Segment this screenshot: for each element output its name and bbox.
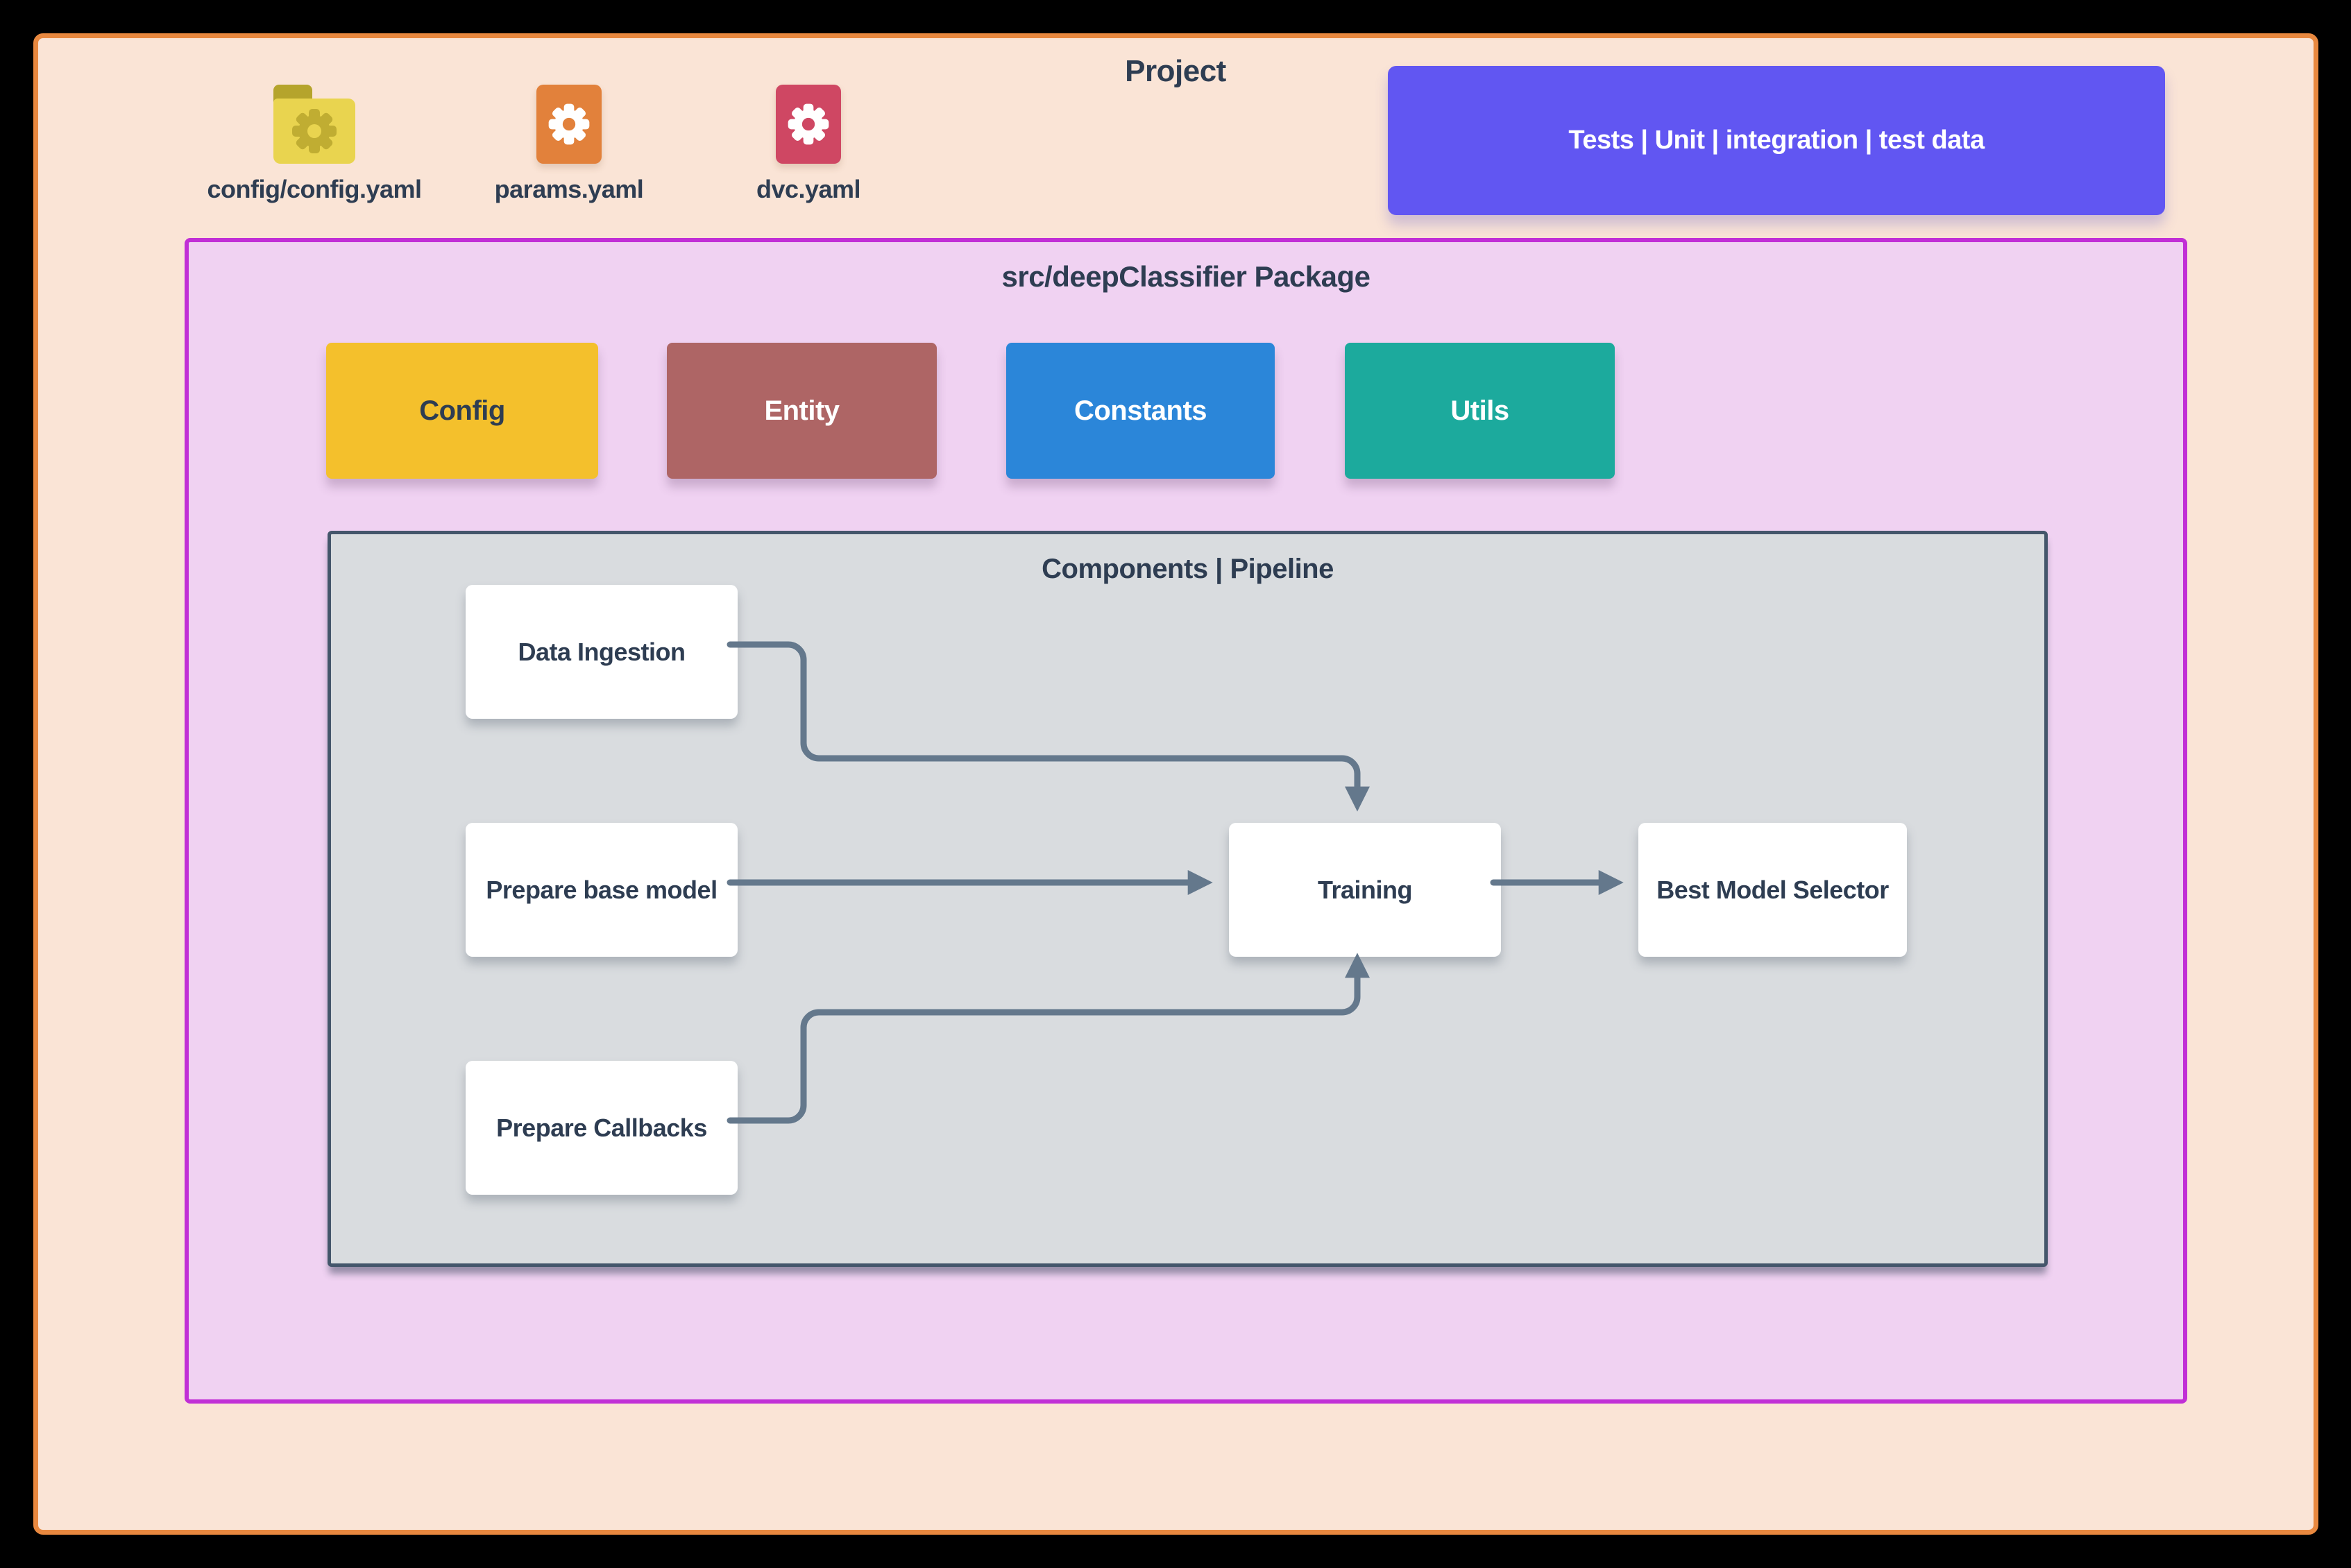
file-gear-icon-params — [536, 85, 602, 164]
module-utils: Utils — [1345, 343, 1615, 479]
folder-gear-icon — [273, 85, 355, 164]
node-best-model-selector: Best Model Selector — [1638, 823, 1907, 957]
gear-glyph — [292, 109, 337, 153]
node-data-ingestion: Data Ingestion — [466, 585, 738, 719]
pipeline-box: Components | Pipeline Data Ingestion Pre… — [328, 531, 2048, 1267]
tests-box-label: Tests | Unit | integration | test data — [1568, 126, 1985, 155]
package-box: src/deepClassifier Package Config Entity… — [185, 238, 2187, 1404]
gear-glyph — [788, 103, 829, 145]
file-item-dvc: dvc.yaml — [694, 85, 923, 204]
pipeline-title: Components | Pipeline — [1042, 554, 1334, 584]
folder-body — [273, 99, 355, 164]
file-label-config: config/config.yaml — [207, 175, 422, 203]
node-training: Training — [1229, 823, 1501, 957]
package-title: src/deepClassifier Package — [1001, 260, 1371, 293]
file-label-params: params.yaml — [494, 175, 644, 203]
project-title: Project — [1125, 54, 1226, 88]
node-prepare-base-model: Prepare base model — [466, 823, 738, 957]
file-item-params: params.yaml — [451, 85, 687, 204]
file-item-config: config/config.yaml — [193, 85, 436, 204]
module-constants: Constants — [1006, 343, 1275, 479]
tests-box: Tests | Unit | integration | test data — [1388, 66, 2165, 215]
node-prepare-callbacks: Prepare Callbacks — [466, 1061, 738, 1195]
file-gear-icon-dvc — [776, 85, 841, 164]
module-entity: Entity — [667, 343, 937, 479]
gear-glyph — [548, 103, 590, 145]
file-label-dvc: dvc.yaml — [756, 175, 861, 203]
module-config: Config — [326, 343, 598, 479]
